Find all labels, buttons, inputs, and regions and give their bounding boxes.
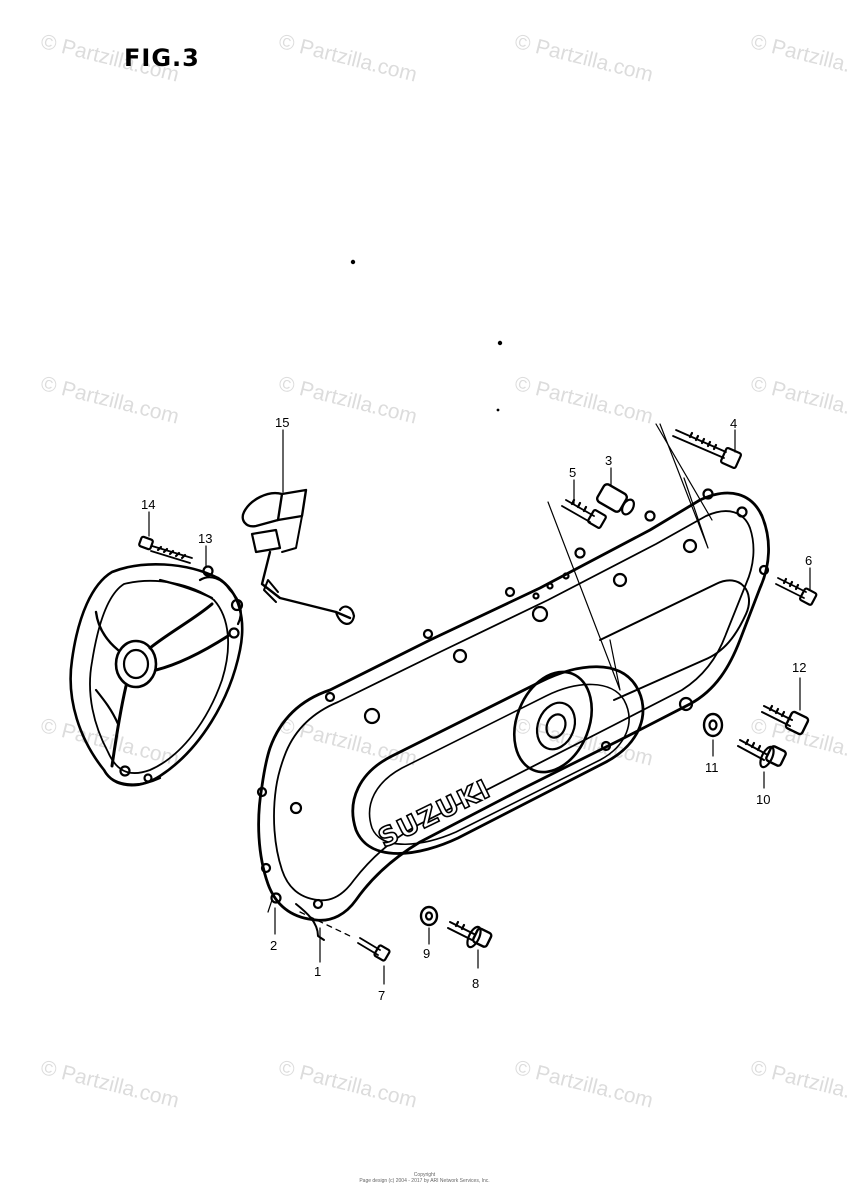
part-5-bolt bbox=[561, 498, 607, 529]
callout-2: 2 bbox=[270, 938, 277, 953]
part-12-bolt bbox=[761, 704, 810, 736]
part-7-bolt bbox=[357, 937, 391, 962]
callout-12: 12 bbox=[792, 660, 806, 675]
callout-5: 5 bbox=[569, 465, 576, 480]
callout-14: 14 bbox=[141, 497, 155, 512]
callout-10: 10 bbox=[756, 792, 770, 807]
figure-title: FIG.3 bbox=[124, 44, 200, 72]
part-6-bolt bbox=[775, 577, 818, 606]
callout-6: 6 bbox=[805, 553, 812, 568]
part-13-outer-cover bbox=[69, 563, 244, 787]
callout-13: 13 bbox=[198, 531, 212, 546]
part-1-crankcase-cover bbox=[256, 488, 770, 941]
part-8-flange-bolt bbox=[447, 920, 493, 949]
part-3-spacer bbox=[596, 483, 635, 516]
callout-8: 8 bbox=[472, 976, 479, 991]
part-10-flange-bolt bbox=[737, 738, 787, 769]
callout-7: 7 bbox=[378, 988, 385, 1003]
callout-4: 4 bbox=[730, 416, 737, 431]
part-11-washer bbox=[702, 712, 724, 738]
callout-11: 11 bbox=[705, 760, 719, 775]
part-9-washer bbox=[419, 905, 439, 927]
suzuki-logo: SUZUKI bbox=[374, 774, 496, 854]
part-15-bracket bbox=[241, 488, 356, 625]
footer-copyright: Copyright bbox=[413, 1172, 436, 1178]
callout-9: 9 bbox=[423, 946, 430, 961]
callout-1: 1 bbox=[314, 964, 321, 979]
footer-page-design: Page design (c) 2004 - 2017 by ARI Netwo… bbox=[359, 1178, 490, 1184]
part-4-long-bolt bbox=[672, 429, 743, 470]
callout-3: 3 bbox=[605, 453, 612, 468]
part-14-screw bbox=[138, 535, 193, 564]
callout-15: 15 bbox=[275, 415, 289, 430]
